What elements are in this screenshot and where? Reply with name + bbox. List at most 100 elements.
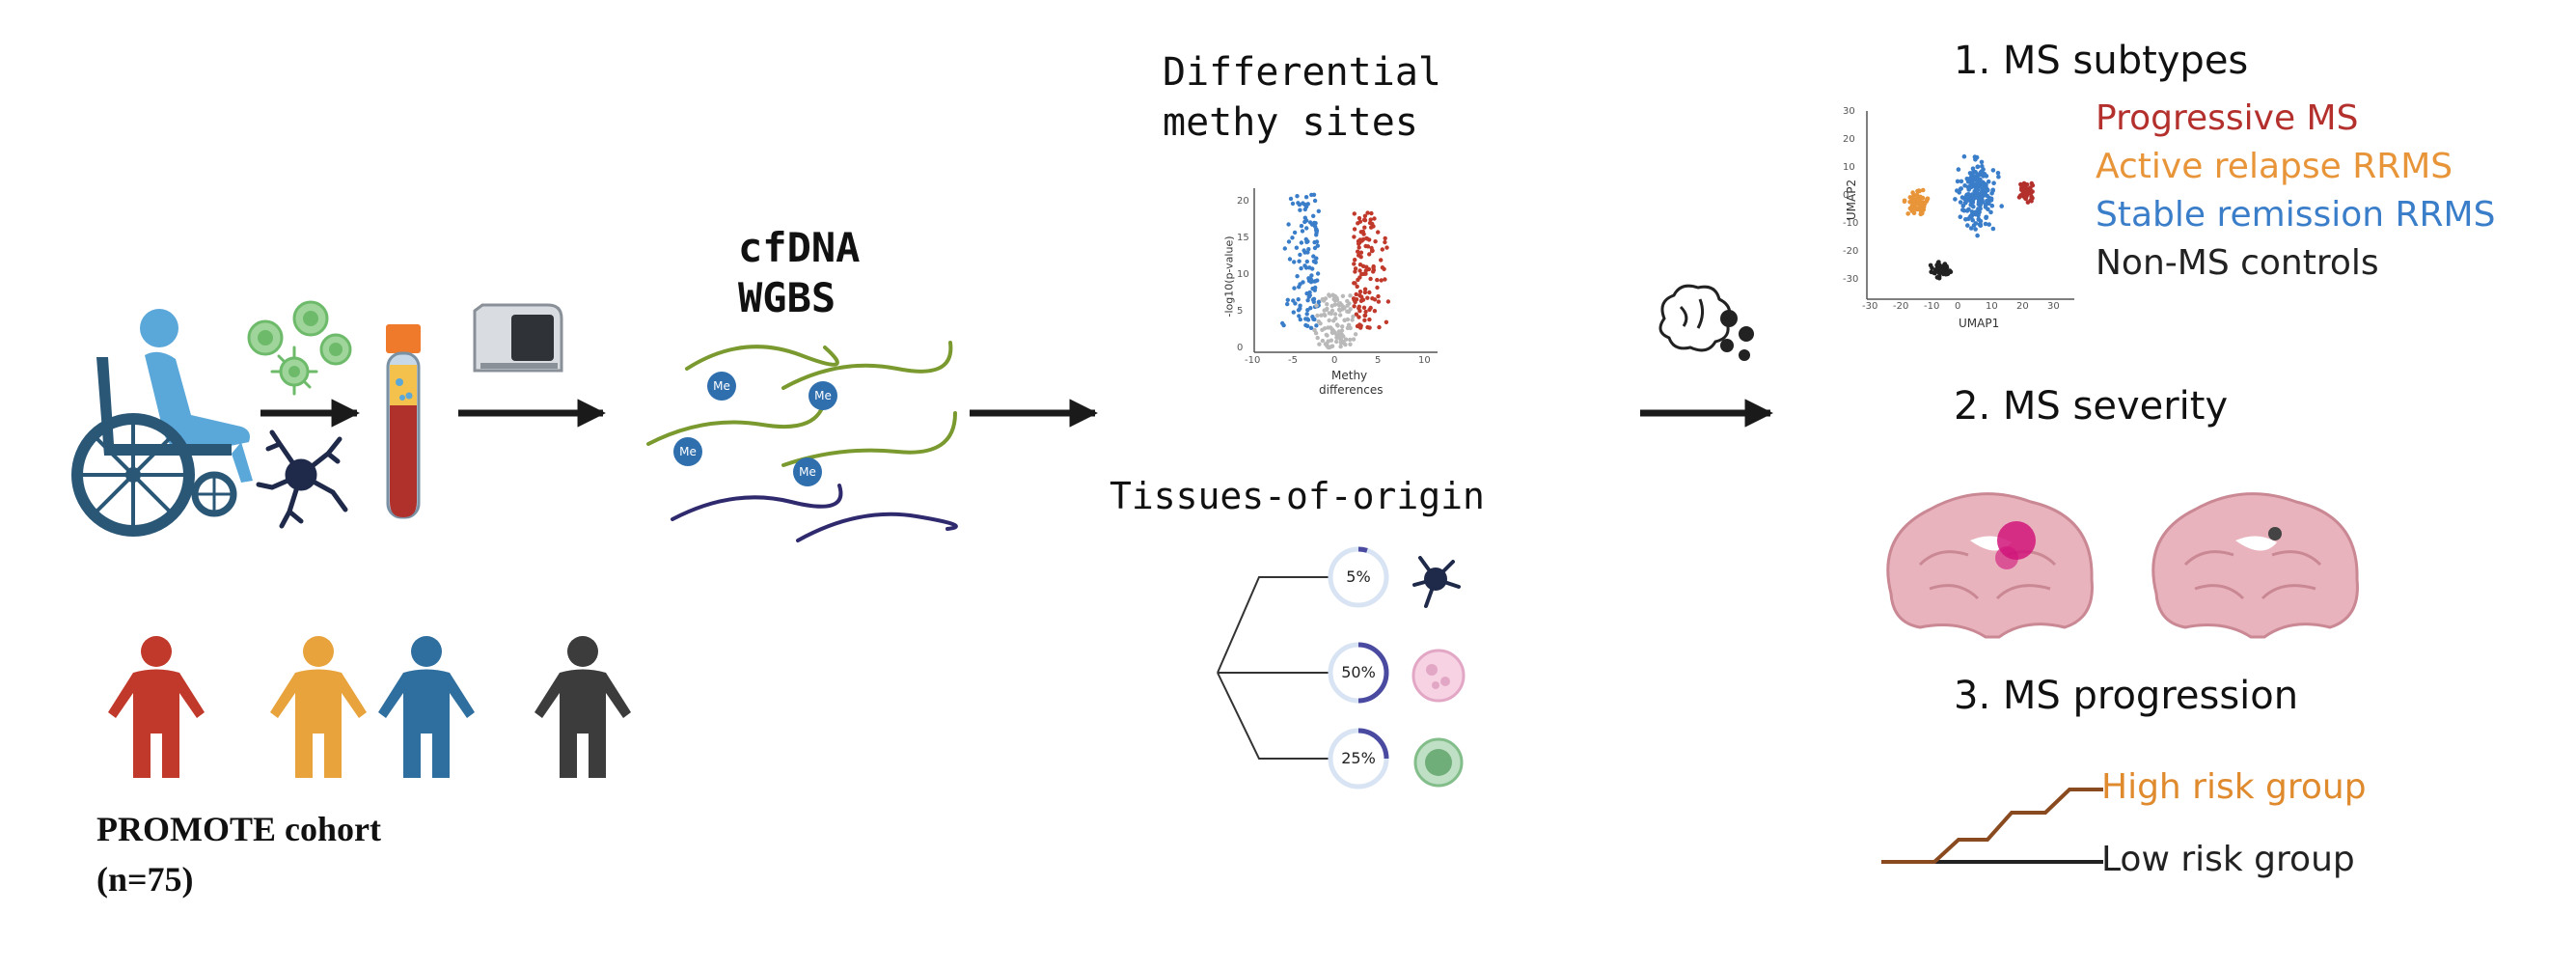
volcano-point [1357,304,1362,309]
umap-point [1953,197,1958,202]
volcano-point [1361,271,1366,276]
volcano-point [1363,309,1368,315]
umap-point [1972,154,1978,159]
volcano-point [1324,342,1329,346]
tissue-percent: 50% [1341,663,1376,681]
volcano-point [1343,337,1349,342]
volcano-point [1311,254,1316,259]
volcano-point [1315,335,1320,341]
umap-point [1955,179,1960,184]
volcano-point [1329,325,1333,330]
legend-item: Progressive MS [2096,98,2359,138]
umap-point [1973,195,1978,200]
volcano-point [1362,225,1367,230]
volcano-plot-points [1280,192,1391,350]
volcano-point [1365,324,1370,330]
umap-point [1955,188,1959,193]
volcano-point [1353,281,1357,286]
volcano-point [1336,307,1342,312]
volcano-point [1304,226,1309,231]
volcano-x-tick: -10 [1245,355,1261,366]
volcano-point [1384,245,1389,250]
volcano-point [1385,299,1391,304]
volcano-point [1380,247,1385,252]
volcano-point [1314,233,1319,237]
umap-point [2030,189,2035,194]
volcano-point [1353,258,1357,263]
volcano-point [1337,301,1343,306]
volcano-point [1316,318,1322,324]
volcano-point [1338,313,1343,318]
volcano-point [1367,290,1372,295]
volcano-point [1304,218,1309,223]
volcano-point [1312,279,1317,284]
volcano-point [1305,323,1310,328]
umap-point [1978,195,1983,201]
volcano-point [1357,215,1362,221]
volcano-point [1357,292,1362,298]
umap-point [1902,199,1907,204]
cohort-size: (n=75) [96,860,194,899]
wgbs-title-line1: cfDNA [738,224,861,271]
umap-point [1977,180,1983,186]
volcano-point [1314,323,1319,328]
volcano-point [1308,325,1314,330]
umap-point [1976,207,1981,211]
volcano-point [1316,208,1322,213]
umap-y-tick: 0 [1843,190,1850,201]
tissue-rings [1328,546,1389,789]
volcano-point [1298,306,1302,311]
volcano-point [1304,291,1309,296]
volcano-point [1348,342,1353,346]
volcano-point [1291,298,1296,303]
volcano-point [1329,344,1334,349]
volcano-point [1358,255,1363,260]
volcano-point [1286,222,1291,227]
volcano-x-tick: -5 [1288,355,1298,366]
volcano-point [1365,210,1370,215]
umap-point [1974,178,1980,183]
volcano-point [1301,201,1305,206]
volcano-point [1295,274,1300,279]
volcano-point [1298,317,1303,322]
volcano-point [1332,312,1338,317]
volcano-point [1285,297,1291,302]
volcano-point [1365,295,1370,300]
blood-tube-icon [386,324,421,519]
volcano-point [1358,323,1363,328]
umap-point [1973,227,1978,232]
umap-point [1964,177,1970,181]
volcano-point [1291,310,1297,315]
umap-point [1984,214,1989,220]
volcano-y-tick: 15 [1237,233,1249,243]
umap-point [1921,205,1927,209]
volcano-point [1354,312,1359,317]
umap-point [1958,186,1963,192]
volcano-point [1342,318,1347,322]
umap-point [1990,188,1995,193]
volcano-point [1312,327,1317,333]
immune-cells-icon [247,300,352,396]
umap-point [1975,233,1980,238]
volcano-point [1309,273,1314,278]
volcano-point [1311,299,1317,304]
volcano-point [1379,278,1384,283]
me-badge: Me [707,372,736,401]
volcano-point [1310,222,1315,227]
umap-y-tick: -20 [1843,246,1859,257]
volcano-point [1372,216,1377,221]
microglia-cell-icon [256,429,348,529]
wgbs-title-line2: WGBS [738,274,836,321]
umap-point [1962,196,1967,202]
volcano-point [1286,239,1292,244]
volcano-point [1305,318,1311,322]
umap-x-tick: -10 [1924,301,1940,312]
volcano-point [1373,239,1378,244]
umap-point [1969,213,1974,219]
volcano-point [1352,227,1357,232]
umap-point [1979,201,1984,206]
volcano-point [1306,247,1311,252]
volcano-point [1368,305,1373,311]
volcano-point [1320,296,1326,302]
volcano-point [1367,220,1373,226]
